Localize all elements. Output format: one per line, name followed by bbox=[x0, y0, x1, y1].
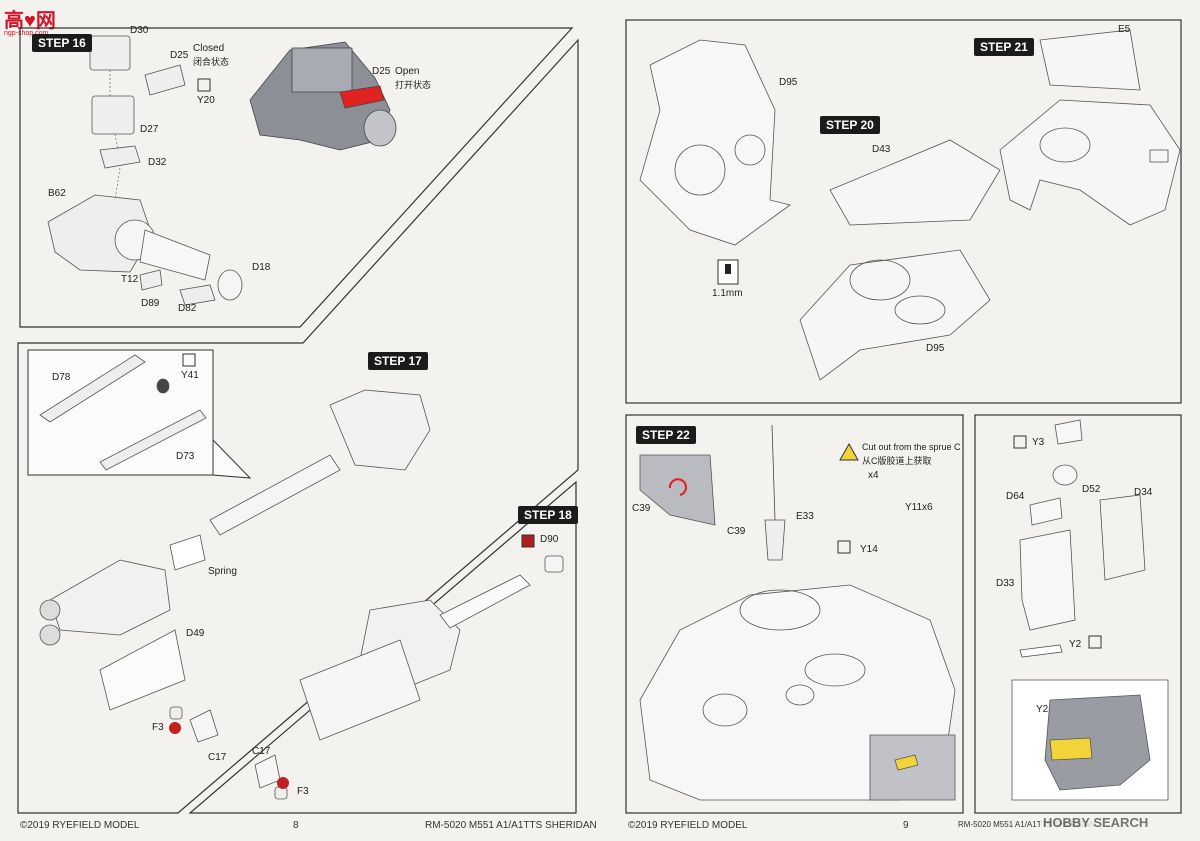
label-spring: Spring bbox=[208, 566, 237, 577]
label-open-en: Open bbox=[395, 66, 420, 77]
step20-title: STEP 20 bbox=[820, 116, 880, 134]
label-d34: D34 bbox=[1134, 487, 1153, 498]
label-y2: Y2 bbox=[1069, 639, 1082, 650]
warning-text-en: Cut out from the sprue C bbox=[862, 442, 961, 452]
page9-copyright: ©2019 RYEFIELD MODEL bbox=[628, 820, 748, 831]
site-logo-sub: ngp-shop.com bbox=[4, 30, 49, 37]
label-f3-top: F3 bbox=[152, 722, 164, 733]
label-d95-step20: D95 bbox=[926, 343, 945, 354]
label-d43: D43 bbox=[872, 144, 891, 155]
step18-parts bbox=[169, 555, 564, 800]
step21-title: STEP 21 bbox=[974, 38, 1034, 56]
label-c39: C39 bbox=[727, 526, 746, 537]
label-d82: D82 bbox=[178, 303, 197, 314]
page9-number: 9 bbox=[903, 820, 909, 831]
label-c39-inset: C39 bbox=[632, 503, 651, 514]
step16-parts bbox=[47, 35, 243, 306]
label-y14: Y14 bbox=[860, 544, 878, 555]
label-d49: D49 bbox=[186, 628, 205, 639]
label-closed-cn: 闭合状态 bbox=[193, 57, 230, 67]
page8-frames bbox=[17, 27, 579, 814]
page8-number: 8 bbox=[293, 820, 299, 831]
page9-product: RM-5020 M551 A1/A1TTS SHERIDAN bbox=[958, 820, 1096, 829]
label-t12: T12 bbox=[121, 274, 139, 285]
box-parts bbox=[1011, 419, 1169, 801]
label-y11x6: Y11x6 bbox=[905, 502, 933, 513]
step17-title: STEP 17 bbox=[368, 352, 428, 370]
label-d52: D52 bbox=[1082, 484, 1101, 495]
label-y2-inset: Y2 bbox=[1036, 704, 1049, 715]
label-x4: x4 bbox=[868, 470, 879, 481]
label-d32: D32 bbox=[148, 157, 167, 168]
hobby-search-watermark: HOBBY SEARCH bbox=[1040, 815, 1152, 830]
label-d64: D64 bbox=[1006, 491, 1025, 502]
label-d18: D18 bbox=[252, 262, 271, 273]
step16-render bbox=[249, 41, 397, 151]
label-d73: D73 bbox=[176, 451, 195, 462]
label-open-cn: 打开状态 bbox=[395, 80, 432, 90]
step21-parts bbox=[999, 29, 1181, 226]
label-e33: E33 bbox=[796, 511, 814, 522]
side-plate bbox=[639, 39, 791, 246]
label-d78: D78 bbox=[52, 372, 71, 383]
label-b62: B62 bbox=[48, 188, 66, 199]
label-d30: D30 bbox=[130, 25, 149, 36]
label-d25-open: D25 bbox=[372, 66, 391, 77]
label-f3-bottom: F3 bbox=[297, 786, 309, 797]
label-d95-side: D95 bbox=[779, 77, 798, 88]
label-y3: Y3 bbox=[1032, 437, 1045, 448]
site-logo-text: 高♥网 bbox=[4, 10, 56, 32]
label-c17-right: C17 bbox=[252, 746, 271, 757]
label-d27: D27 bbox=[140, 124, 159, 135]
step18-title: STEP 18 bbox=[518, 506, 578, 524]
warning-text-cn: 从C版胶道上获取 bbox=[862, 456, 932, 466]
label-d25-closed: D25 bbox=[170, 50, 189, 61]
label-d90: D90 bbox=[540, 534, 559, 545]
label-c17-left: C17 bbox=[208, 752, 227, 763]
drill-size-label: 1.1mm bbox=[712, 288, 743, 299]
label-e5: E5 bbox=[1118, 24, 1131, 35]
site-logo: 高♥网 ngp-shop.com bbox=[4, 4, 56, 37]
page8-product: RM-5020 M551 A1/A1TTS SHERIDAN bbox=[425, 820, 597, 831]
step16-title: STEP 16 bbox=[32, 34, 92, 52]
page8-copyright: ©2019 RYEFIELD MODEL bbox=[20, 820, 140, 831]
label-closed-en: Closed bbox=[193, 43, 225, 54]
step22-inset bbox=[639, 454, 956, 801]
step20-parts bbox=[799, 139, 1001, 381]
step17-parts bbox=[39, 354, 431, 711]
step22-title: STEP 22 bbox=[636, 426, 696, 444]
label-y20: Y20 bbox=[197, 95, 215, 106]
label-y41: Y41 bbox=[181, 370, 199, 381]
label-d33: D33 bbox=[996, 578, 1015, 589]
label-d89: D89 bbox=[141, 298, 160, 309]
